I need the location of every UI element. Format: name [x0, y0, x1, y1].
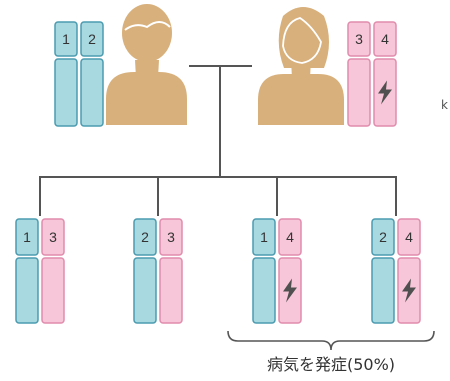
chromosome-3-female: 3 — [347, 21, 371, 127]
chromosome-label: 2 — [379, 229, 387, 245]
chromosome-3-female: 3 — [41, 218, 65, 324]
chromosome-4-female: 4 — [397, 218, 421, 324]
chromosome-top-arm — [133, 218, 157, 256]
chromosome-1-male: 1 — [54, 21, 78, 127]
affected-caption: 病気を発症(50%) — [266, 355, 396, 374]
chromosome-top-arm — [373, 21, 397, 57]
chromosome-bottom-arm — [159, 257, 183, 324]
chromosome-label: 4 — [286, 229, 294, 245]
chromosome-3-female: 3 — [159, 218, 183, 324]
chromosome-top-arm — [54, 21, 78, 57]
father-neck — [135, 60, 159, 78]
chromosome-bottom-arm — [54, 58, 78, 127]
chromosome-2-male: 2 — [80, 21, 104, 127]
father-hairline — [124, 21, 171, 31]
chromosome-bottom-arm — [80, 58, 104, 127]
mutation-bolt-icon — [402, 278, 416, 303]
chromosome-top-arm — [371, 218, 395, 256]
father-head — [122, 4, 172, 62]
mother-head — [282, 13, 322, 63]
chromosome-1-male: 1 — [15, 218, 39, 324]
chromosome-top-arm — [159, 218, 183, 256]
chromosome-top-arm — [252, 218, 276, 256]
mutation-bolt-icon — [283, 278, 297, 303]
chromosome-label: 3 — [355, 31, 363, 47]
chromosome-bottom-arm — [41, 257, 65, 324]
chromosome-top-arm — [397, 218, 421, 256]
chromosome-bottom-arm — [133, 257, 157, 324]
affected-bracket — [227, 330, 435, 351]
chromosome-top-arm — [15, 218, 39, 256]
chromosome-label: 2 — [88, 31, 96, 47]
mutation-bolt-icon — [378, 80, 392, 105]
chromosome-2-male: 2 — [371, 218, 395, 324]
mother-face-line — [282, 17, 322, 64]
chromosome-bottom-arm — [252, 257, 276, 324]
mother-neck — [291, 60, 311, 78]
father-body — [106, 72, 187, 125]
chromosome-label: 3 — [49, 229, 57, 245]
mother-figure — [258, 7, 344, 125]
chromosome-1-male: 1 — [252, 218, 276, 324]
chromosome-top-arm — [278, 218, 302, 256]
chromosome-top-arm — [80, 21, 104, 57]
chromosome-label: 1 — [260, 229, 268, 245]
father-figure — [106, 4, 187, 125]
chromosome-top-arm — [41, 218, 65, 256]
chromosome-label: 3 — [167, 229, 175, 245]
chromosome-bottom-arm — [347, 58, 371, 127]
mother-body — [258, 74, 344, 125]
chromosome-top-arm — [347, 21, 371, 57]
chromosome-bottom-arm — [15, 257, 39, 324]
chromosome-label: 1 — [23, 229, 31, 245]
chromosome-bottom-arm — [371, 257, 395, 324]
chromosome-label: 1 — [62, 31, 70, 47]
chromosome-2-male: 2 — [133, 218, 157, 324]
chromosome-4-female: 4 — [278, 218, 302, 324]
chromosome-label: 2 — [141, 229, 149, 245]
chromosome-label: 4 — [405, 229, 413, 245]
edge-mark: k — [441, 98, 448, 112]
family-tree-lines — [39, 65, 397, 216]
chromosome-label: 4 — [381, 31, 389, 47]
chromosome-4-female: 4 — [373, 21, 397, 127]
